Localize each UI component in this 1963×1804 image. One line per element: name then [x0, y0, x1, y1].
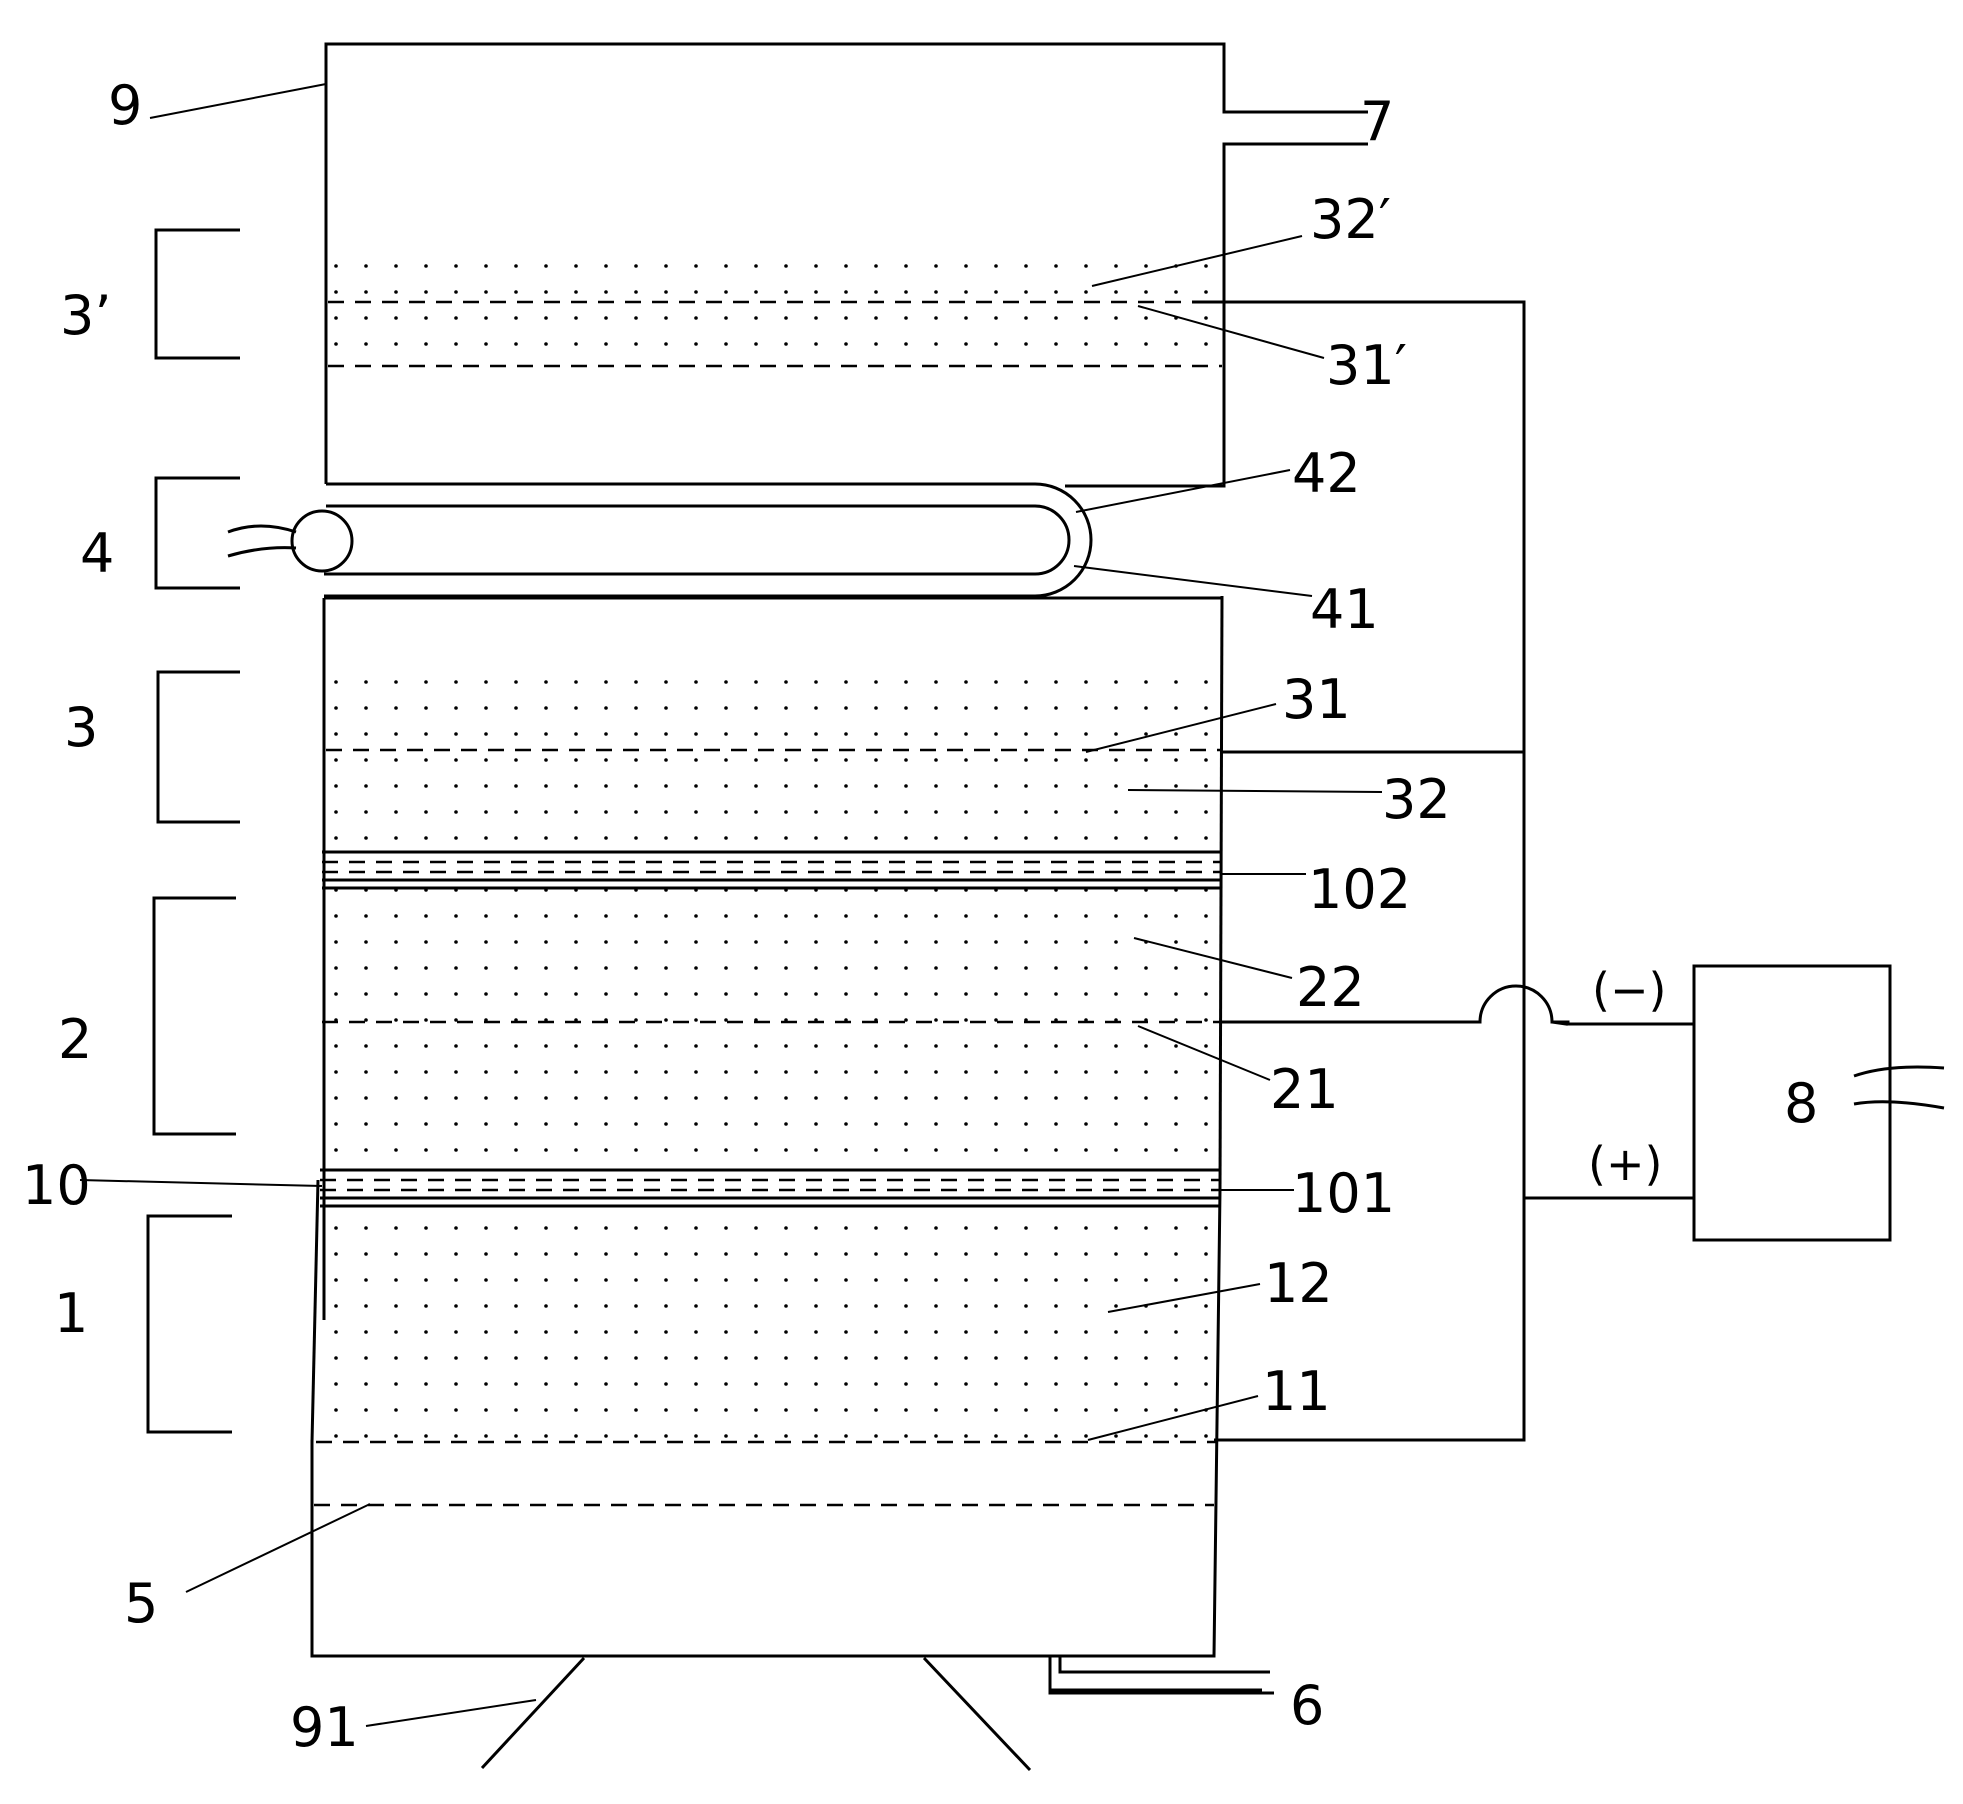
label-minus: (−) [1592, 963, 1666, 1017]
leader-42 [1075, 469, 1291, 513]
label-6: 6 [1290, 1674, 1324, 1737]
label-32: 32 [1382, 768, 1451, 831]
fill-zone-3prime [328, 248, 1221, 366]
reference-labels: 9 7 32′ 3’ 31′ 42 4 41 3 31 32 102 2 22 … [22, 74, 1818, 1759]
leader-10 [79, 1179, 323, 1187]
lamp-inner-tube-41 [324, 504, 1071, 576]
label-8: 8 [1784, 1072, 1818, 1135]
fill-zone-2 [320, 888, 1213, 1172]
bracket-4 [154, 476, 240, 590]
label-2: 2 [58, 1008, 92, 1071]
top-chamber-left-wall [324, 42, 1368, 484]
section-brackets [146, 228, 240, 1434]
leader-5 [185, 1503, 371, 1593]
wire-31prime [1192, 300, 1526, 1442]
separator-102 [322, 850, 1222, 890]
power-cord-bottom [1853, 1100, 1945, 1110]
label-plus: (+) [1588, 1137, 1662, 1191]
lamp-outer-tube-42 [324, 482, 1093, 598]
power-cord-top [1853, 1065, 1945, 1078]
leader-31prime [1137, 305, 1325, 359]
leader-21 [1137, 1025, 1271, 1081]
label-1: 1 [54, 1282, 88, 1345]
wiring [1192, 300, 1694, 1442]
dotted-fill-regions [316, 248, 1221, 1440]
right-wall-lower [1050, 1189, 1222, 1658]
label-10: 10 [22, 1154, 91, 1217]
lamp-wire-bottom [227, 546, 297, 558]
lamp-wire-top [227, 524, 297, 534]
label-11: 11 [1262, 1360, 1331, 1423]
label-7: 7 [1360, 90, 1394, 153]
label-31: 31 [1282, 668, 1351, 731]
leader-22 [1133, 937, 1293, 979]
bracket-2 [152, 896, 236, 1136]
leader-91 [365, 1699, 537, 1727]
lamp-cap [290, 509, 354, 573]
leader-32 [1127, 789, 1383, 793]
label-21: 21 [1270, 1058, 1339, 1121]
leader-9 [149, 83, 327, 119]
leader-12 [1107, 1283, 1261, 1313]
label-91: 91 [290, 1696, 359, 1759]
leader-11 [1087, 1395, 1259, 1441]
label-9: 9 [108, 74, 142, 137]
right-wall-middle [1218, 595, 1224, 1191]
label-41: 41 [1310, 578, 1379, 641]
bracket-3 [156, 670, 240, 824]
fill-zone-3 [320, 668, 1220, 850]
electrodes [314, 300, 1222, 1507]
leader-lines [79, 83, 1383, 1727]
outlet-6-pipe-upper [1058, 1656, 1270, 1674]
label-42: 42 [1292, 442, 1361, 505]
bracket-3prime [154, 228, 240, 360]
label-4: 4 [80, 522, 114, 585]
fill-zone-1 [316, 1204, 1213, 1440]
label-32prime: 32′ [1310, 188, 1391, 251]
label-31prime: 31′ [1326, 334, 1407, 397]
lower-left-wall-join [310, 1179, 320, 1443]
label-3: 3 [64, 696, 98, 759]
separator-101 [320, 1168, 1220, 1208]
label-22: 22 [1296, 956, 1365, 1019]
label-12: 12 [1264, 1252, 1333, 1315]
bracket-1 [146, 1214, 232, 1434]
label-5: 5 [124, 1572, 158, 1635]
support-legs-91 [480, 1656, 1032, 1772]
lamp-assembly [227, 482, 1093, 598]
leader-31 [1085, 703, 1277, 753]
label-101: 101 [1292, 1162, 1395, 1225]
wire-negative [1222, 984, 1570, 1026]
top-chamber-right-wall [1065, 142, 1368, 488]
leader-32prime [1091, 235, 1303, 287]
outlet-6-pipe [1048, 1656, 1262, 1692]
label-102: 102 [1308, 858, 1411, 921]
label-3prime: 3’ [60, 284, 112, 347]
leader-41 [1073, 565, 1313, 597]
